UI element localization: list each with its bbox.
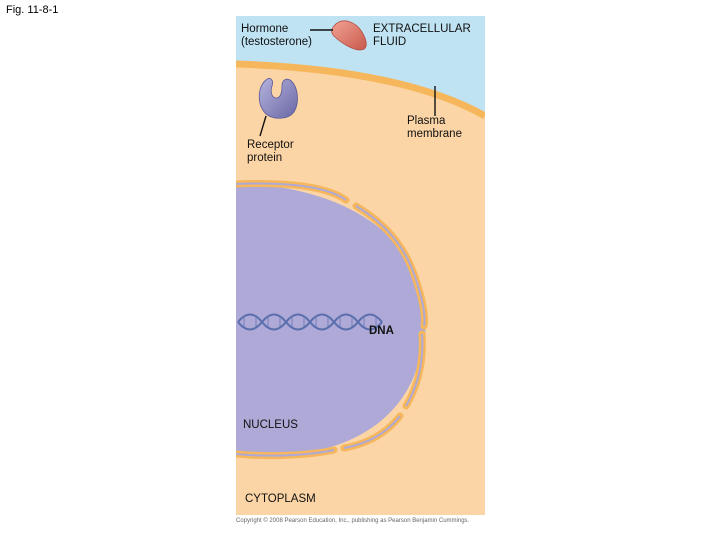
cytoplasm-label: CYTOPLASM (245, 493, 316, 505)
dna-helix (237, 313, 383, 331)
extracellular-fluid-region (236, 16, 485, 116)
extracellular-fluid-label: EXTRACELLULAR FLUID (373, 23, 471, 48)
nuclear-envelope-inner (236, 182, 426, 457)
nuclear-envelope-inner-segment (405, 333, 424, 407)
leader-lines (259, 29, 436, 137)
nuclear-envelope-inner-segment (343, 415, 401, 449)
nuclear-envelope-inner-segment (355, 205, 426, 327)
cell-diagram: Hormone (testosterone) EXTRACELLULAR FLU… (236, 16, 485, 515)
copyright-notice: Copyright © 2008 Pearson Education, Inc.… (236, 518, 470, 524)
plasma-membrane-label: Plasma membrane (407, 115, 462, 140)
receptor-protein-label: Receptor protein (247, 139, 294, 164)
dna-strand-2 (237, 313, 383, 331)
hormone-label: Hormone (testosterone) (241, 23, 312, 48)
nucleus-label: NUCLEUS (243, 419, 298, 431)
dna-label: DNA (369, 325, 394, 337)
nuclear-envelope-inner-segment (236, 182, 347, 201)
plasma-membrane (236, 60, 485, 120)
receptor-leader-line (259, 115, 267, 137)
figure-label: Fig. 11-8-1 (6, 4, 59, 16)
hormone-molecule (331, 20, 367, 51)
cell-diagram-svg (236, 16, 485, 515)
receptor-protein (258, 78, 298, 119)
nuclear-envelope-inner-segment (236, 449, 335, 457)
